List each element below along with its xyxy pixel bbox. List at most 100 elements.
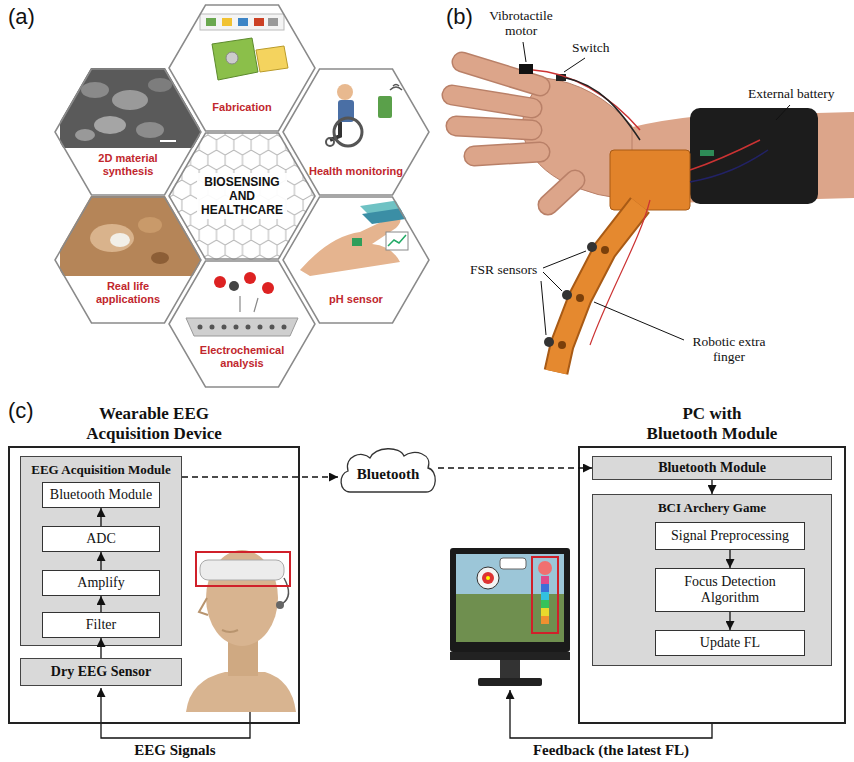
process-label: Signal Preprocessing — [671, 528, 789, 544]
headset-photo — [186, 550, 296, 712]
robotic-finger — [556, 205, 640, 372]
electrode-surface — [186, 318, 298, 336]
thumb — [548, 180, 575, 205]
title-holder: Wearable EEG Acquisition Device — [10, 402, 298, 444]
wireless-link — [182, 476, 338, 477]
ear-clip — [276, 601, 284, 609]
highlight-box — [532, 557, 558, 633]
topic-label: Health monitoring — [309, 165, 403, 178]
reaction-arrow — [240, 296, 258, 312]
ph-picture — [300, 200, 412, 276]
hexagon-border — [55, 69, 201, 195]
finger — [452, 95, 532, 108]
fsr-sensor — [544, 337, 554, 347]
focus-bar — [541, 584, 549, 592]
sem-picture — [60, 68, 200, 148]
wire — [690, 150, 768, 182]
frame-title: PC with Bluetooth Module — [622, 404, 802, 444]
leader-line — [594, 302, 684, 340]
wheel — [334, 118, 362, 146]
panel-letter: (a) — [8, 4, 35, 30]
topic-label: pH sensor — [329, 293, 383, 306]
process-strip — [200, 14, 284, 30]
finger — [452, 95, 532, 108]
hexagon-border — [169, 261, 315, 387]
leader-line — [776, 105, 790, 120]
archery-target — [486, 576, 490, 580]
molecule — [244, 272, 256, 284]
leader-line — [523, 42, 526, 62]
flow-arrow — [711, 480, 712, 494]
sensor-patch — [352, 238, 362, 246]
shoulders — [186, 672, 296, 712]
hexagon-border — [169, 133, 315, 259]
fabric-patch — [90, 224, 134, 252]
nose — [199, 598, 208, 615]
flake — [81, 82, 109, 98]
archery-target — [477, 567, 499, 589]
sensor-layer — [362, 208, 412, 224]
game-ground — [456, 594, 564, 642]
focus-bar — [541, 616, 549, 624]
panel-letter: (c) — [8, 398, 34, 424]
focus-bar — [541, 600, 549, 608]
game-sky — [456, 554, 564, 594]
monitor-stand — [500, 660, 520, 678]
fabric — [60, 196, 200, 276]
hub-title: BIOSENSING AND HEALTHCARE — [197, 173, 287, 219]
module-box: Bluetooth ModuleADCAmplifyFilterEEG Acqu… — [20, 456, 182, 646]
wireless-sign — [390, 85, 402, 91]
process-box: Focus Detection Algorithm — [655, 568, 805, 612]
monitor-chin — [450, 652, 570, 660]
device-frame: Bluetooth ModuleADCAmplifyFilterEEG Acqu… — [8, 446, 300, 724]
sensor-patch — [110, 233, 130, 247]
hexagon-border — [283, 197, 429, 323]
flake — [75, 129, 95, 141]
cloud-border — [341, 449, 435, 492]
topic-hexagon: Real life applications — [54, 196, 202, 324]
monitor-bezel — [450, 548, 570, 652]
flake — [112, 90, 148, 110]
robotic-finger-edge — [556, 205, 640, 372]
mouth — [222, 630, 238, 632]
focus-bar — [541, 576, 549, 584]
wire — [566, 78, 640, 140]
part-label: Robotic extra finger — [688, 334, 770, 364]
scale-bar — [160, 140, 176, 142]
topic-label: 2D material synthesis — [76, 152, 180, 178]
process-box: ADC — [42, 526, 160, 552]
finger — [462, 62, 540, 86]
battery-band — [690, 108, 818, 204]
wire — [590, 200, 650, 345]
process-box: Update FL — [655, 630, 805, 656]
fabric-patch — [151, 252, 169, 264]
connectors — [101, 468, 730, 658]
flow-arrow — [100, 552, 101, 570]
finger-outlines — [452, 62, 575, 205]
part-label: External battery — [748, 86, 835, 101]
wire — [690, 140, 760, 170]
process-label: ADC — [86, 531, 116, 547]
component-box: Bluetooth Module — [592, 456, 832, 480]
finger — [456, 126, 532, 130]
module-title: BCI Archery Game — [593, 495, 831, 516]
process-label: Amplify — [77, 575, 124, 591]
finger-joint — [576, 294, 584, 302]
leader-line — [564, 58, 585, 72]
speech-bubble — [500, 558, 526, 569]
surface-atoms — [200, 325, 284, 330]
hexagon-border — [169, 5, 315, 131]
fabric-patch — [138, 217, 162, 233]
finger-joint — [558, 341, 566, 349]
eeg-headband — [200, 560, 284, 580]
hexagon-border — [55, 197, 201, 323]
finger — [474, 152, 540, 156]
signal-line — [101, 688, 250, 738]
signal-label: Feedback (the latest FL) — [490, 742, 732, 758]
topic-hexagon: Electrochemical analysis — [168, 260, 316, 388]
title-holder: PC with Bluetooth Module — [580, 402, 844, 444]
process-box: Filter — [42, 612, 160, 638]
process-box: Bluetooth Module — [42, 482, 160, 508]
process-label: Bluetooth Module — [50, 487, 152, 503]
process-step — [238, 18, 248, 26]
